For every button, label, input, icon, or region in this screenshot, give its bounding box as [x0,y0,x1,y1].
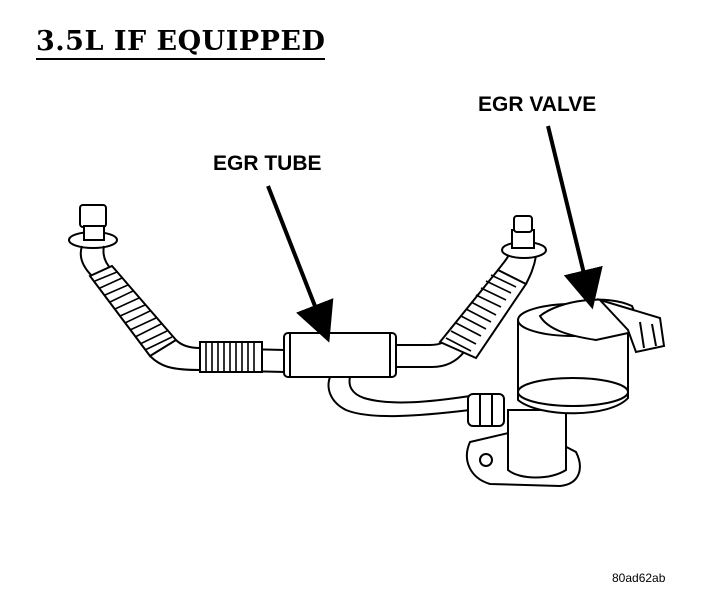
figure-code: 80ad62ab [612,571,666,585]
valve-lower-body [507,409,567,479]
left-fitting-cap [79,204,107,228]
right-fitting-cap [513,215,533,233]
egr-valve-assembly [465,297,666,488]
right-bellows [438,268,528,360]
egr-tube-arrow [266,185,334,343]
egr-tube-label: EGR TUBE [213,152,322,175]
valve-connector-pipe [327,376,505,427]
center-left-bellows [199,341,263,373]
egr-valve-label: EGR VALVE [478,93,597,116]
egr-valve-arrow [546,125,603,310]
valve-connector [596,297,666,354]
diagram-title: 3.5L IF EQUIPPED [36,26,326,60]
connector-nut [467,393,505,427]
left-fitting-body [83,225,105,241]
right-tube-branch [396,215,547,368]
egr-tube-body [283,332,397,378]
left-tube-branch [68,204,286,373]
